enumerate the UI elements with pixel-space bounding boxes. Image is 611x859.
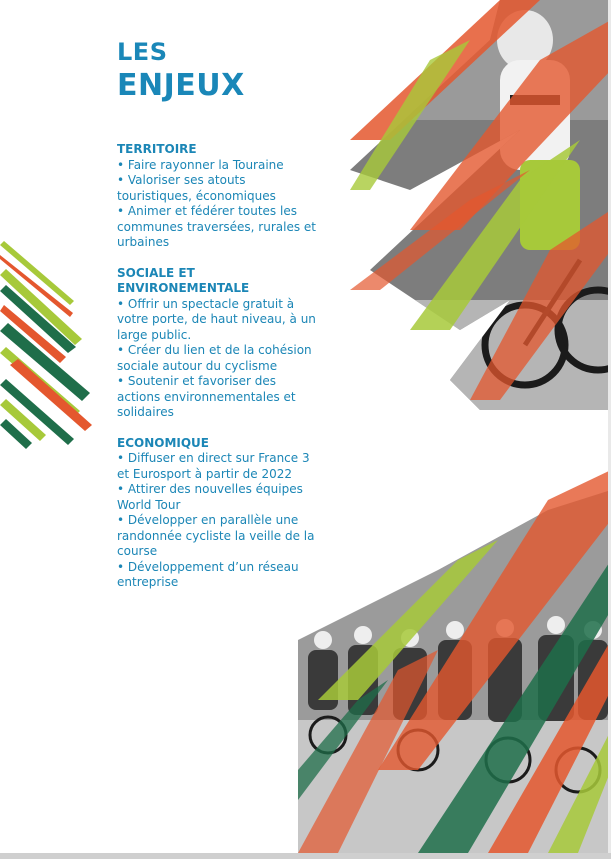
cyclist-photo-collage bbox=[350, 0, 611, 410]
bullet-item: • Développer en parallèle une randonnée … bbox=[117, 513, 315, 558]
stripe bbox=[470, 210, 611, 400]
bullet-item: • Attirer des nouvelles équipes World To… bbox=[117, 482, 303, 512]
stripe bbox=[0, 255, 73, 317]
page-edge bbox=[608, 0, 611, 859]
title-line-2: ENJEUX bbox=[117, 68, 245, 103]
bullet-item: • Créer du lien et de la cohésion social… bbox=[117, 343, 312, 373]
bullet-item: • Offrir un spectacle gratuit à votre po… bbox=[117, 296, 316, 342]
stripe bbox=[318, 540, 498, 700]
page-bottom-edge bbox=[0, 853, 611, 859]
stripe bbox=[0, 419, 32, 449]
stripe bbox=[488, 640, 611, 853]
section-economique: ECONOMIQUE • Diffuser en direct sur Fran… bbox=[117, 436, 317, 591]
stripe bbox=[0, 399, 46, 441]
stripe bbox=[350, 40, 470, 190]
section-heading: SOCIALE ET ENVIRONEMENTALE bbox=[117, 265, 250, 296]
stripe bbox=[0, 285, 76, 353]
stripe bbox=[350, 170, 530, 290]
stripe bbox=[378, 470, 611, 770]
stripe bbox=[298, 650, 438, 853]
stripe bbox=[10, 359, 92, 431]
page-title: LES ENJEUX bbox=[117, 40, 245, 101]
bullet-item: • Faire rayonner la Touraine bbox=[117, 157, 284, 172]
section-sociale: SOCIALE ET ENVIRONEMENTALE • Offrir un s… bbox=[117, 266, 317, 421]
stripe bbox=[0, 241, 74, 305]
stripe bbox=[548, 730, 611, 853]
stripe bbox=[0, 305, 66, 363]
left-stripes-decoration bbox=[0, 241, 92, 449]
peloton-photo-collage bbox=[298, 470, 611, 853]
stripe bbox=[0, 379, 74, 445]
section-territoire: TERRITOIRE • Faire rayonner la Touraine … bbox=[117, 142, 317, 251]
stripe bbox=[418, 560, 611, 853]
bullet-item: • Soutenir et favoriser des actions envi… bbox=[117, 374, 296, 419]
stripe bbox=[0, 323, 90, 401]
content-column: TERRITOIRE • Faire rayonner la Touraine … bbox=[117, 142, 317, 606]
stripe-group bbox=[0, 241, 92, 449]
section-heading: TERRITOIRE bbox=[117, 142, 197, 156]
bullet-item: • Animer et fédérer toutes les communes … bbox=[117, 204, 316, 249]
stripe bbox=[410, 140, 580, 330]
stripe bbox=[410, 20, 611, 230]
bullet-item: • Développement d’un réseau entreprise bbox=[117, 559, 299, 590]
stripe bbox=[0, 269, 82, 345]
bullet-item: • Valoriser ses atouts touristiques, éco… bbox=[117, 173, 276, 203]
section-heading: ECONOMIQUE bbox=[117, 435, 209, 450]
stripe bbox=[298, 680, 388, 800]
bullet-item: • Diffuser en direct sur France 3 et Eur… bbox=[117, 451, 310, 481]
title-line-1: LES bbox=[117, 38, 168, 66]
